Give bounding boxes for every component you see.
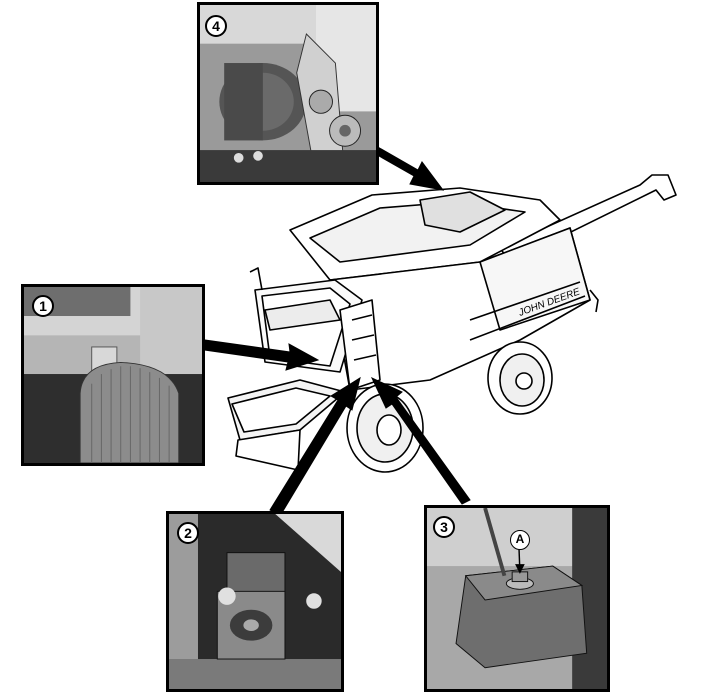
callout-4: 4 [205, 15, 227, 37]
arrow-2 [269, 376, 361, 517]
inset-photo-1: 1 [21, 284, 205, 466]
callout-2: 2 [177, 522, 199, 544]
callout-1: 1 [32, 295, 54, 317]
label-a: A [510, 530, 530, 550]
callout-3: 3 [433, 516, 455, 538]
inset-photo-4: 4 [197, 2, 379, 185]
engine-pulley-illustration [200, 5, 376, 182]
arrow-1 [203, 339, 320, 371]
arrow-4 [371, 145, 445, 191]
arrow-3 [370, 376, 471, 505]
inset-photo-3: 3 A [424, 505, 610, 692]
cab-seat-illustration [24, 287, 202, 463]
inset-photo-2: 2 [166, 511, 344, 692]
